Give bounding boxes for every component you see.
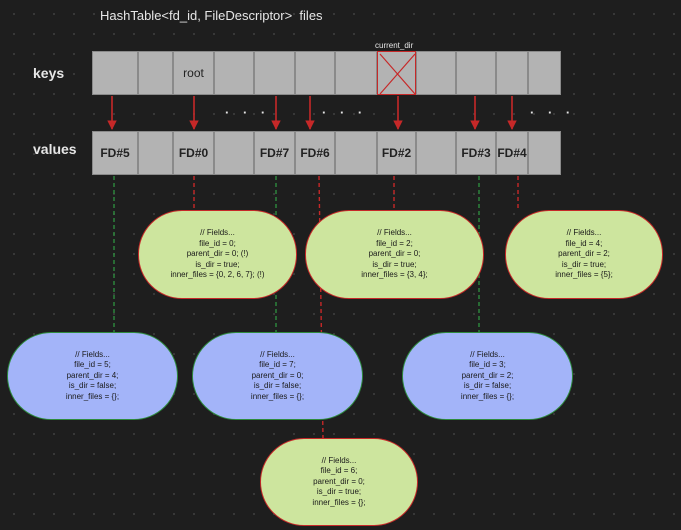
value-cell-fd6: FD#6 bbox=[295, 131, 335, 175]
key-cell-9 bbox=[456, 51, 496, 95]
key-cell-4 bbox=[254, 51, 295, 95]
current-dir-label: current_dir bbox=[375, 41, 414, 50]
node-field-parent-dir: parent_dir = 4; bbox=[66, 370, 119, 380]
node-comment: // Fields... bbox=[321, 455, 357, 465]
node-comment: // Fields... bbox=[566, 228, 602, 238]
key-cell-11 bbox=[528, 51, 561, 95]
node-field-file-id: file_id = 6; bbox=[320, 466, 358, 476]
value-cell-8 bbox=[416, 131, 456, 175]
node-field-file-id: file_id = 3; bbox=[469, 360, 506, 370]
file-descriptor-node-0: // Fields... file_id = 0; parent_dir = 0… bbox=[138, 210, 297, 299]
file-descriptor-node-3: // Fields... file_id = 3; parent_dir = 2… bbox=[402, 332, 573, 420]
value-cell-fd2: FD#2 bbox=[377, 131, 416, 175]
file-descriptor-node-6: // Fields... file_id = 6; parent_dir = 0… bbox=[260, 438, 418, 526]
node-comment: // Fields... bbox=[200, 228, 235, 238]
node-field-parent-dir: parent_dir = 2; bbox=[461, 370, 514, 380]
node-field-is-dir: is_dir = true; bbox=[316, 487, 362, 497]
node-field-parent-dir: parent_dir = 0; (!) bbox=[186, 249, 249, 259]
key-cell-5 bbox=[295, 51, 335, 95]
node-field-parent-dir: parent_dir = 0; bbox=[251, 370, 304, 380]
key-cell-6 bbox=[335, 51, 377, 95]
node-field-inner-files: inner_files = {3, 4}; bbox=[361, 270, 428, 280]
node-comment: // Fields... bbox=[470, 349, 505, 359]
key-cell-3 bbox=[214, 51, 254, 95]
file-descriptor-node-7: // Fields... file_id = 7; parent_dir = 0… bbox=[192, 332, 363, 420]
node-field-file-id: file_id = 2; bbox=[376, 238, 413, 248]
node-field-parent-dir: parent_dir = 0; bbox=[313, 476, 365, 486]
key-cell-8 bbox=[416, 51, 456, 95]
node-field-file-id: file_id = 4; bbox=[565, 238, 603, 248]
file-descriptor-node-4: // Fields... file_id = 4; parent_dir = 2… bbox=[505, 210, 663, 299]
value-cell-fd0: FD#0 bbox=[173, 131, 214, 175]
node-field-is-dir: is_dir = false; bbox=[253, 381, 302, 391]
node-field-inner-files: inner_files = {0, 2, 6, 7}; (!) bbox=[170, 270, 265, 280]
value-cell-3 bbox=[214, 131, 254, 175]
diagram-title: HashTable<fd_id, FileDescriptor> files bbox=[100, 8, 323, 23]
ellipsis-2: · · · bbox=[322, 105, 368, 120]
node-field-is-dir: is_dir = false; bbox=[68, 381, 117, 391]
node-field-parent-dir: parent_dir = 0; bbox=[368, 249, 421, 259]
ellipsis-1: · · · bbox=[225, 105, 271, 120]
value-cell-11 bbox=[528, 131, 561, 175]
cross-mark-icon bbox=[379, 53, 416, 95]
keys-row-label: keys bbox=[33, 65, 65, 81]
ellipsis-3: · · · bbox=[530, 105, 576, 120]
node-field-file-id: file_id = 7; bbox=[259, 360, 296, 370]
key-cell-0 bbox=[92, 51, 138, 95]
node-field-inner-files: inner_files = {}; bbox=[460, 391, 515, 401]
value-cell-6 bbox=[335, 131, 377, 175]
node-field-inner-files: inner_files = {}; bbox=[250, 391, 305, 401]
value-cell-fd3: FD#3 bbox=[456, 131, 496, 175]
node-comment: // Fields... bbox=[377, 228, 412, 238]
value-cell-fd7: FD#7 bbox=[254, 131, 295, 175]
file-descriptor-node-5: // Fields... file_id = 5; parent_dir = 4… bbox=[7, 332, 178, 420]
key-cell-2: root bbox=[173, 51, 214, 95]
node-field-is-dir: is_dir = true; bbox=[195, 259, 240, 269]
values-row-label: values bbox=[33, 141, 77, 157]
node-field-file-id: file_id = 0; bbox=[199, 238, 236, 248]
node-field-file-id: file_id = 5; bbox=[74, 360, 111, 370]
value-cell-fd5: FD#5 bbox=[92, 131, 138, 175]
key-cell-1 bbox=[138, 51, 173, 95]
value-cell-1 bbox=[138, 131, 173, 175]
node-field-is-dir: is_dir = false; bbox=[463, 381, 512, 391]
node-field-is-dir: is_dir = true; bbox=[561, 259, 607, 269]
node-field-parent-dir: parent_dir = 2; bbox=[558, 249, 610, 259]
file-descriptor-node-2: // Fields... file_id = 2; parent_dir = 0… bbox=[305, 210, 484, 299]
key-cell-10 bbox=[496, 51, 528, 95]
node-comment: // Fields... bbox=[260, 349, 295, 359]
node-field-inner-files: inner_files = {}; bbox=[65, 391, 120, 401]
value-cell-fd4: FD#4 bbox=[496, 131, 528, 175]
node-field-is-dir: is_dir = true; bbox=[372, 259, 417, 269]
node-field-inner-files: inner_files = {5}; bbox=[555, 270, 613, 280]
node-comment: // Fields... bbox=[75, 349, 110, 359]
key-cell-current-dir bbox=[377, 51, 416, 95]
node-field-inner-files: inner_files = {}; bbox=[312, 497, 366, 507]
